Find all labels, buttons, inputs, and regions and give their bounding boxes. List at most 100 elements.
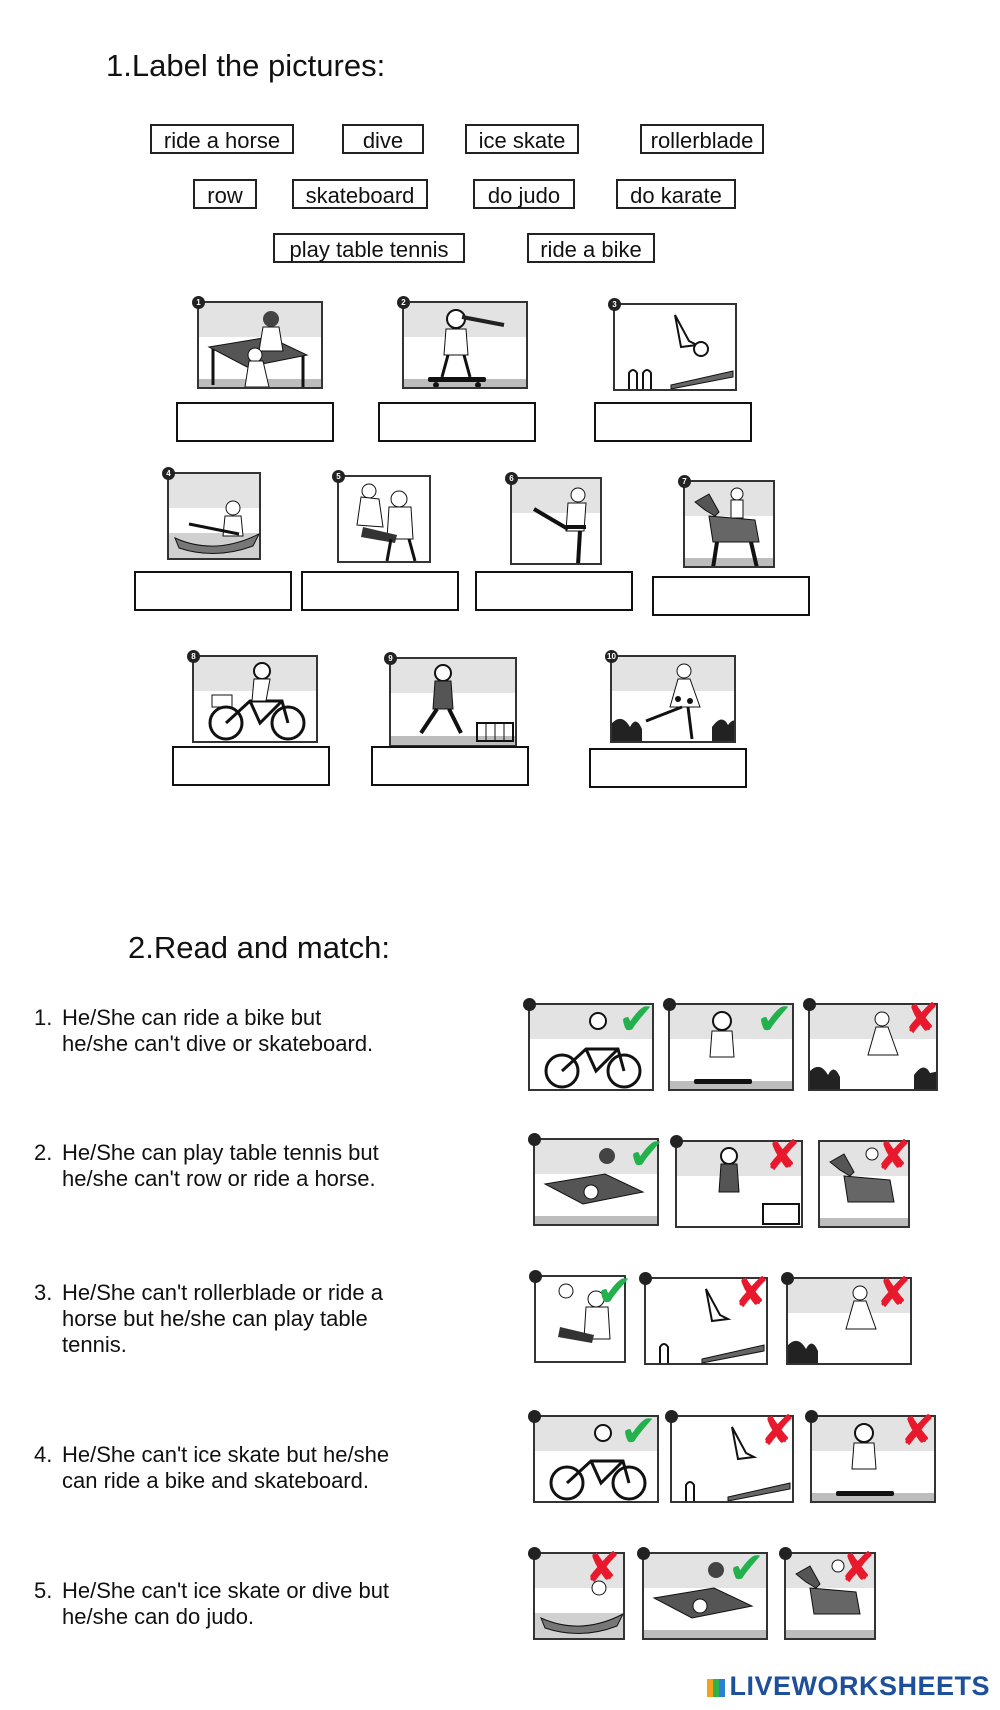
check-mark-icon: ✔ [756, 995, 793, 1044]
answer-box-2[interactable] [378, 402, 536, 442]
match-dot[interactable] [665, 1410, 678, 1423]
picture-number: 3 [608, 298, 621, 311]
match-option-table-tennis[interactable] [642, 1552, 768, 1640]
picture-number: 1 [192, 296, 205, 309]
match-dot[interactable] [523, 998, 536, 1011]
match-option-skateboard[interactable] [668, 1003, 794, 1091]
word-do-karate[interactable]: do karate [616, 179, 736, 209]
table-tennis-icon [652, 1562, 754, 1619]
word-do-judo[interactable]: do judo [473, 179, 575, 209]
table-tennis-icon [207, 311, 309, 387]
cross-mark-icon: ✘ [876, 1269, 912, 1316]
sentence-1: 1.He/She can ride a bike but he/she can'… [34, 1005, 374, 1056]
answer-box-4[interactable] [134, 571, 292, 611]
match-option-judo[interactable] [534, 1275, 626, 1363]
match-dot[interactable] [639, 1272, 652, 1285]
match-option-bike[interactable] [533, 1415, 659, 1503]
picture-skateboard [402, 301, 528, 389]
match-option-horse[interactable] [784, 1552, 876, 1640]
match-dot[interactable] [529, 1270, 542, 1283]
match-dot[interactable] [528, 1410, 541, 1423]
judo-icon [558, 1283, 611, 1343]
picture-number: 7 [678, 475, 691, 488]
match-dot[interactable] [781, 1272, 794, 1285]
picture-number: 4 [162, 467, 175, 480]
match-option-ice-skate[interactable] [808, 1003, 938, 1091]
match-option-dive[interactable] [644, 1277, 768, 1365]
match-option-rollerblade[interactable] [675, 1140, 803, 1228]
sentence-2: 2.He/She can play table tennis but he/sh… [34, 1140, 379, 1191]
cross-mark-icon: ✘ [760, 1407, 796, 1454]
match-option-bike[interactable] [528, 1003, 654, 1091]
check-mark-icon: ✔ [728, 1544, 765, 1593]
word-rollerblade[interactable]: rollerblade [640, 124, 764, 154]
picture-dive [613, 303, 737, 391]
match-option-horse[interactable] [818, 1140, 910, 1228]
skateboard-icon [428, 309, 505, 387]
ice-skate-icon [788, 1285, 877, 1363]
match-dot[interactable] [663, 998, 676, 1011]
match-option-dive[interactable] [670, 1415, 794, 1503]
karate-icon [532, 487, 587, 563]
picture-karate [510, 477, 602, 565]
dive-icon [685, 1426, 791, 1501]
picture-number: 5 [332, 470, 345, 483]
word-ice-skate[interactable]: ice skate [465, 124, 579, 154]
word-ride-a-horse[interactable]: ride a horse [150, 124, 294, 154]
ice-skate-icon [810, 1011, 936, 1089]
section1-title: 1.Label the pictures: [106, 48, 386, 83]
bike-icon [549, 1424, 647, 1501]
answer-box-10[interactable] [589, 748, 747, 788]
picture-judo [337, 475, 431, 563]
table-tennis-icon [543, 1148, 645, 1205]
cross-mark-icon: ✘ [904, 995, 940, 1042]
match-dot[interactable] [805, 1410, 818, 1423]
horse-icon [829, 1147, 895, 1203]
picture-rollerblade [389, 657, 517, 747]
answer-box-6[interactable] [475, 571, 633, 611]
cross-mark-icon: ✘ [876, 1132, 912, 1179]
match-dot[interactable] [670, 1135, 683, 1148]
word-play-table-tennis[interactable]: play table tennis [273, 233, 465, 263]
word-dive[interactable]: dive [342, 124, 424, 154]
answer-box-9[interactable] [371, 746, 529, 786]
cross-mark-icon: ✘ [734, 1269, 770, 1316]
word-row[interactable]: row [193, 179, 257, 209]
match-dot[interactable] [528, 1547, 541, 1560]
sentence-5: 5.He/She can't ice skate or dive but he/… [34, 1578, 390, 1629]
ice-skate-icon [612, 663, 734, 741]
picture-horse [683, 480, 775, 568]
word-skateboard[interactable]: skateboard [292, 179, 428, 209]
match-dot[interactable] [803, 998, 816, 1011]
bike-icon [208, 662, 306, 741]
horse-icon [694, 487, 760, 566]
rollerblade-icon [419, 664, 514, 742]
answer-box-8[interactable] [172, 746, 330, 786]
row-icon [540, 1580, 623, 1635]
cross-mark-icon: ✘ [765, 1132, 801, 1179]
picture-number: 8 [187, 650, 200, 663]
match-option-skateboard[interactable] [810, 1415, 936, 1503]
check-mark-icon: ✔ [618, 995, 655, 1044]
answer-box-5[interactable] [301, 571, 459, 611]
bike-icon [544, 1012, 642, 1089]
word-ride-a-bike[interactable]: ride a bike [527, 233, 655, 263]
check-mark-icon: ✔ [628, 1130, 665, 1179]
picture-ice-skate [610, 655, 736, 743]
match-option-row[interactable] [533, 1552, 625, 1640]
match-option-table-tennis[interactable] [533, 1138, 659, 1226]
answer-box-7[interactable] [652, 576, 810, 616]
answer-box-3[interactable] [594, 402, 752, 442]
judo-icon [356, 483, 417, 561]
match-dot[interactable] [528, 1133, 541, 1146]
check-mark-icon: ✔ [596, 1267, 633, 1316]
picture-table-tennis [197, 301, 323, 389]
check-mark-icon: ✔ [620, 1407, 657, 1456]
match-dot[interactable] [779, 1547, 792, 1560]
match-dot[interactable] [637, 1547, 650, 1560]
match-option-ice-skate[interactable] [786, 1277, 912, 1365]
picture-row [167, 472, 261, 560]
answer-box-1[interactable] [176, 402, 334, 442]
liveworksheets-logo[interactable]: LIVEWORKSHEETS [707, 1671, 990, 1702]
section2-title: 2.Read and match: [128, 930, 390, 965]
